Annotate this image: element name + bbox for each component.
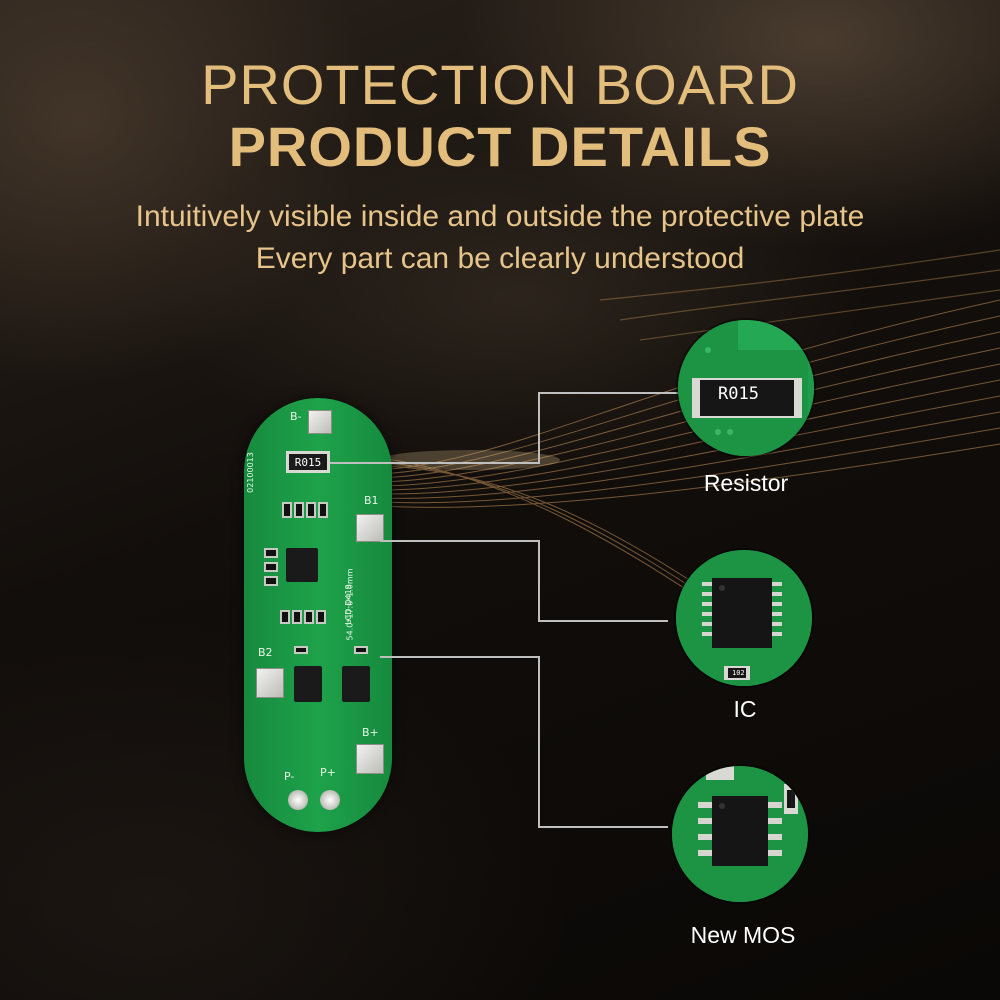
resistor-smd bbox=[354, 646, 368, 654]
resistor-smd bbox=[264, 548, 278, 558]
zoom-resistor-marking: R015 bbox=[718, 384, 759, 404]
silk-b-plus: B+ bbox=[362, 726, 379, 739]
callout-label-ic: IC bbox=[733, 696, 757, 722]
silk-serial: 02100013 bbox=[245, 452, 255, 493]
silk-p-plus: P+ bbox=[320, 766, 336, 779]
silk-b2: B2 bbox=[258, 646, 273, 659]
hole-p-minus bbox=[288, 790, 308, 810]
zoom-mos-graphic bbox=[672, 766, 808, 902]
zoom-ic-graphic bbox=[676, 550, 812, 686]
resistor-smd bbox=[294, 646, 308, 654]
callout-line-mos-vertical bbox=[538, 656, 540, 828]
subtitle-line1: Intuitively visible inside and outside t… bbox=[135, 200, 865, 233]
mos-chip-1 bbox=[294, 666, 322, 702]
silk-p-minus: P- bbox=[284, 770, 295, 783]
mos-chip-2 bbox=[342, 666, 370, 702]
pad-b-minus bbox=[308, 410, 332, 434]
resistor-smd bbox=[264, 576, 278, 586]
board-resistor: R015 bbox=[286, 451, 330, 473]
pad-b2 bbox=[256, 668, 284, 698]
resistor-smd bbox=[292, 610, 302, 624]
page-title-line1: PROTECTION BOARD bbox=[201, 53, 799, 116]
pad-b1 bbox=[356, 514, 384, 542]
resistor-smd bbox=[304, 610, 314, 624]
ic-chip bbox=[286, 548, 318, 582]
capacitor bbox=[318, 502, 328, 518]
zoom-circle-ic: 102 bbox=[676, 550, 812, 686]
callout-label-resistor: Resistor bbox=[703, 470, 789, 496]
callout-label-mos: New MOS bbox=[690, 922, 796, 948]
capacitor bbox=[306, 502, 316, 518]
callout-line-ic-bottom bbox=[538, 620, 668, 622]
subtitle-line2: Every part can be clearly understood bbox=[255, 242, 745, 275]
page-title-line2: PRODUCT DETAILS bbox=[228, 115, 772, 178]
zoom-circle-resistor: R015 bbox=[678, 320, 814, 456]
silk-b1: B1 bbox=[364, 494, 379, 507]
callout-line-ic bbox=[380, 540, 540, 542]
callout-line-mos bbox=[380, 656, 540, 658]
resistor-smd bbox=[264, 562, 278, 572]
callout-line-mos-bottom bbox=[538, 826, 668, 828]
capacitor bbox=[282, 502, 292, 518]
pad-b-plus bbox=[356, 744, 384, 774]
callout-line-resistor bbox=[330, 462, 540, 464]
resistor-smd bbox=[280, 610, 290, 624]
zoom-ic-marking: 102 bbox=[732, 669, 745, 677]
zoom-circle-mos bbox=[672, 766, 808, 902]
resistor-smd bbox=[316, 610, 326, 624]
hole-p-plus bbox=[320, 790, 340, 810]
silk-b-minus: B- bbox=[290, 410, 302, 423]
callout-line-resistor-top bbox=[538, 392, 678, 394]
callout-line-ic-vertical bbox=[538, 540, 540, 622]
capacitor bbox=[294, 502, 304, 518]
silk-dims: 54.0*17.6*1.0mm bbox=[345, 568, 355, 641]
callout-line-resistor-vertical bbox=[538, 392, 540, 464]
